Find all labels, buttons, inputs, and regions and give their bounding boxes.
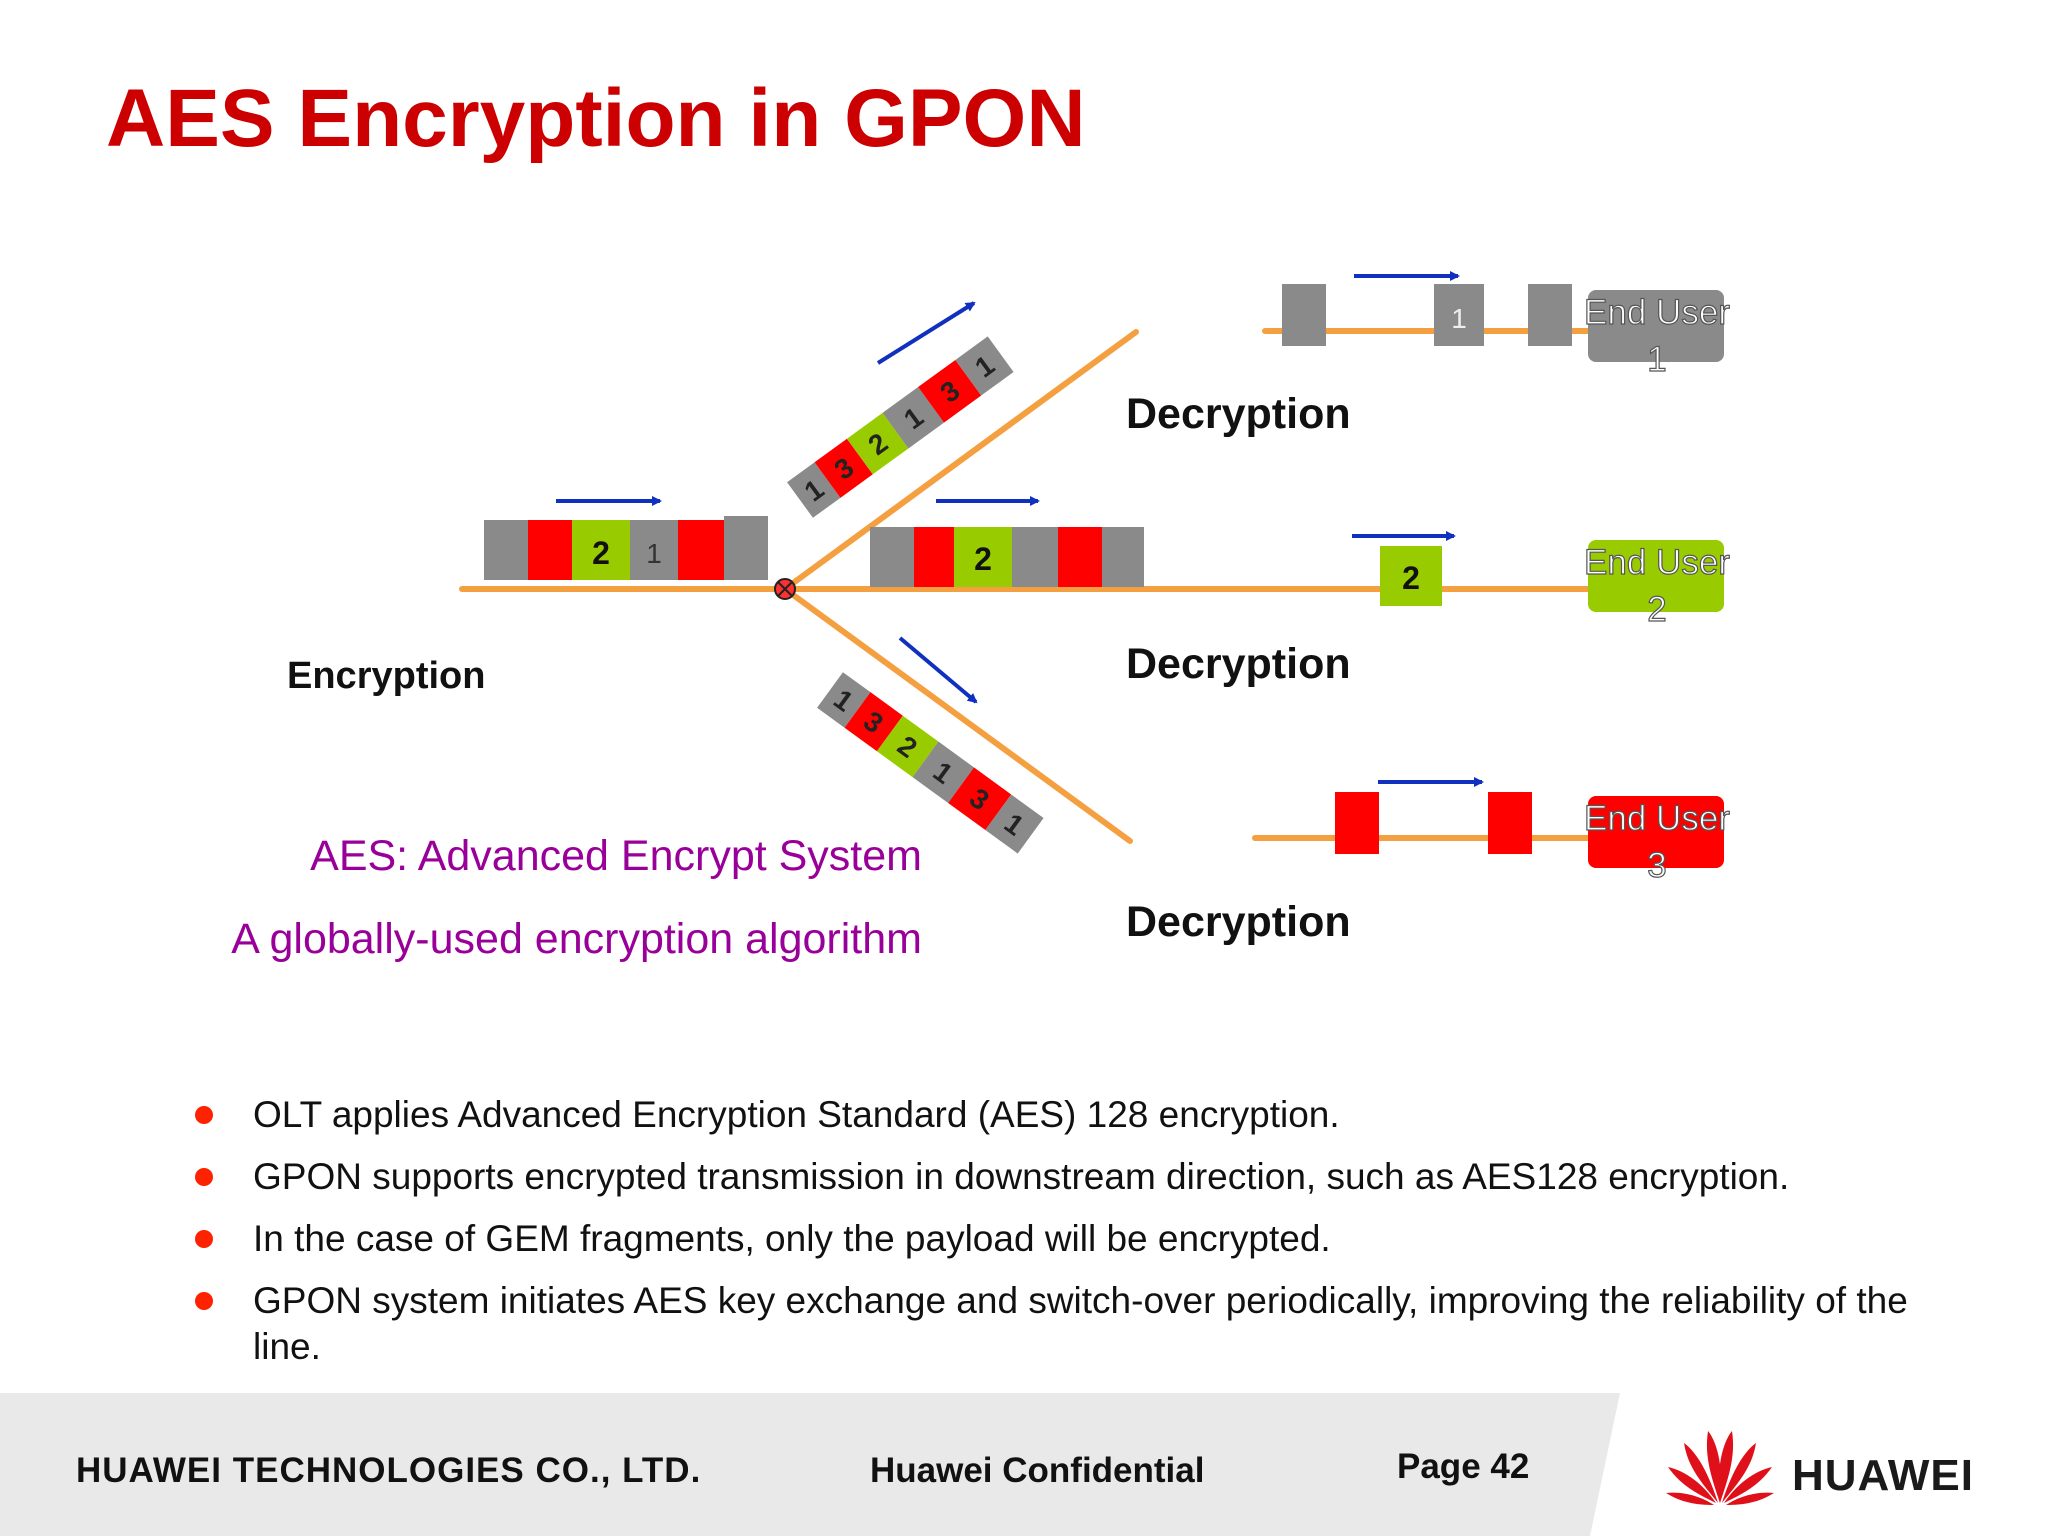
direction-arrows	[556, 271, 1484, 787]
bullet-dot	[195, 1168, 213, 1186]
bullet-item: In the case of GEM fragments, only the p…	[185, 1216, 1985, 1262]
end-user-number: 1	[1647, 340, 1666, 379]
footer-page-number: Page 42	[1397, 1447, 1530, 1486]
frame-red	[1058, 527, 1102, 587]
bullet-text: GPON supports encrypted transmission in …	[253, 1156, 1790, 1197]
user1-frames: 1	[1282, 284, 1572, 346]
fiber-lines	[459, 328, 1603, 844]
frame-gray	[1102, 527, 1144, 587]
frame-label: 2	[592, 535, 610, 571]
end-user-3: End User 3	[1583, 796, 1731, 886]
bullet-text: In the case of GEM fragments, only the p…	[253, 1218, 1331, 1259]
bullet-text: GPON system initiates AES key exchange a…	[253, 1280, 1908, 1367]
user3-frames	[1335, 792, 1532, 854]
decryption-label-1: Decryption	[1126, 390, 1351, 438]
aes-definition: AES: Advanced Encrypt System	[310, 832, 922, 880]
frame-red	[528, 520, 572, 580]
end-user-number: 2	[1647, 590, 1666, 629]
aes-description: A globally-used encryption algorithm	[231, 915, 922, 963]
frame-red	[914, 527, 954, 587]
arrow-icon	[898, 636, 978, 704]
frame-gray	[870, 527, 914, 587]
arrow-icon	[876, 301, 976, 365]
frame-label: 1	[646, 538, 662, 569]
footer-confidential: Huawei Confidential	[870, 1451, 1205, 1490]
frame-label: 2	[1402, 560, 1420, 596]
end-user-number: 3	[1647, 846, 1666, 885]
bullet-text: OLT applies Advanced Encryption Standard…	[253, 1094, 1340, 1135]
bullet-item: GPON system initiates AES key exchange a…	[185, 1278, 1985, 1370]
frame-gray	[1012, 527, 1058, 587]
bullet-dot	[195, 1230, 213, 1248]
bullet-dot	[195, 1292, 213, 1310]
frame-green	[572, 520, 630, 580]
splitter-icon	[774, 578, 796, 600]
upper-branch-frames: 1 3 2 1 3 1	[787, 336, 1014, 518]
end-user-box	[1588, 540, 1724, 612]
footer: HUAWEI TECHNOLOGIES CO., LTD. Huawei Con…	[0, 1393, 2048, 1536]
end-user-label: End User	[1584, 543, 1730, 582]
frame-green	[954, 527, 1012, 587]
end-user-label: End User	[1584, 799, 1730, 838]
branch-fiber-lower	[782, 586, 1133, 844]
trunk-frames: 2 1	[484, 516, 768, 580]
end-user-box	[1588, 290, 1724, 362]
footer-logo-panel	[1590, 1393, 2048, 1536]
bullet-dot	[195, 1106, 213, 1124]
end-user-2: End User 2	[1583, 540, 1731, 630]
lower-branch-frames: 1 3 2 1 3 1	[817, 672, 1044, 854]
frame-red	[678, 520, 724, 580]
frame-label: 2	[974, 541, 992, 577]
slide-title: AES Encryption in GPON	[106, 73, 1086, 164]
frame-label: 1	[1451, 303, 1467, 334]
branch-fiber-upper	[782, 329, 1139, 592]
frame-gray	[484, 520, 528, 580]
bullet-list: OLT applies Advanced Encryption Standard…	[185, 1092, 1985, 1386]
frame-gray	[630, 520, 678, 580]
huawei-logo-text: HUAWEI	[1792, 1451, 1974, 1500]
encryption-label: Encryption	[287, 655, 485, 697]
end-user-label: End User	[1584, 293, 1730, 332]
frame-gray	[724, 516, 768, 580]
end-user-1: End User 1	[1583, 290, 1731, 380]
footer-company: HUAWEI TECHNOLOGIES CO., LTD.	[76, 1451, 702, 1490]
end-user-box	[1588, 796, 1724, 868]
decryption-label-2: Decryption	[1126, 640, 1351, 688]
middle-branch-frames: 2	[870, 527, 1144, 587]
decryption-label-3: Decryption	[1126, 898, 1351, 946]
user2-frames: 2	[1380, 546, 1442, 606]
huawei-logo-icon	[1666, 1431, 1774, 1505]
bullet-item: GPON supports encrypted transmission in …	[185, 1154, 1985, 1200]
bullet-item: OLT applies Advanced Encryption Standard…	[185, 1092, 1985, 1138]
